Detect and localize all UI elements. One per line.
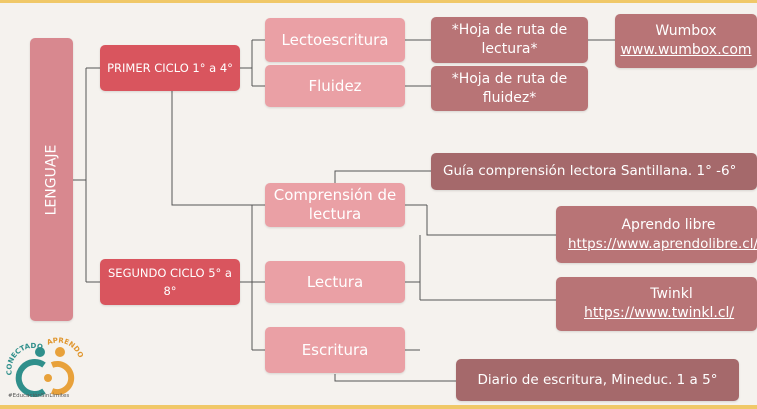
link-twinkl[interactable]: https://www.twinkl.cl/ (584, 305, 735, 321)
logo-arc-right-text: APRENDO (46, 336, 85, 359)
root-node-lenguaje[interactable]: LENGUAJE (30, 38, 73, 321)
resource-node-hoja-fluidez[interactable]: *Hoja de ruta de fluidez* (431, 66, 588, 111)
resource-label-wumbox: Wumbox (655, 23, 717, 39)
svg-text:APRENDO: APRENDO (46, 336, 85, 359)
logo-arc-top-text: CONECTADO (6, 342, 44, 376)
logo-hashtag: #EducaciónSinLímites (8, 393, 70, 399)
topic-label-lectoescritura: Lectoescritura (281, 30, 389, 49)
resource-node-diario[interactable]: Diario de escritura, Mineduc. 1 a 5° (456, 359, 739, 401)
resource-node-santillana[interactable]: Guía comprensión lectora Santillana. 1° … (431, 153, 757, 190)
cycle-node-segundo[interactable]: SEGUNDO CICLO 5° a 8° (100, 259, 240, 305)
resource-label-diario: Diario de escritura, Mineduc. 1 a 5° (477, 371, 718, 388)
resource-label-aprendo-libre: Aprendo libre (621, 216, 716, 233)
cycle-label-segundo: SEGUNDO CICLO 5° a 8° (108, 266, 232, 298)
topic-node-lectura[interactable]: Lectura (265, 261, 405, 303)
bottom-accent-band (0, 405, 757, 409)
resource-label-santillana: Guía comprensión lectora Santillana. 1° … (443, 163, 737, 179)
cycle-node-primer[interactable]: PRIMER CICLO 1° a 4° (100, 45, 240, 91)
resource-label-hoja-fluidez: *Hoja de ruta de fluidez* (451, 70, 568, 106)
resource-label-twinkl: Twinkl (650, 286, 693, 302)
topic-label-lectura: Lectura (306, 272, 364, 291)
cycle-label-primer: PRIMER CICLO 1° a 4° (107, 61, 233, 75)
topic-label-fluidez: Fluidez (308, 76, 362, 95)
root-label: LENGUAJE (43, 144, 60, 215)
svg-text:CONECTADO: CONECTADO (6, 342, 44, 376)
topic-label-escritura: Escritura (301, 340, 369, 359)
topic-node-lectoescritura[interactable]: Lectoescritura (265, 18, 405, 62)
link-aprendo-libre[interactable]: https://www.aprendolibre.cl/ (568, 235, 757, 252)
link-wumbox[interactable]: www.wumbox.com (620, 42, 752, 58)
topic-node-comprension[interactable]: Comprensión de lectura (265, 183, 405, 227)
resource-node-twinkl[interactable]: Twinkl https://www.twinkl.cl/ (556, 277, 757, 331)
resource-node-hoja-lectura[interactable]: *Hoja de ruta de lectura* (431, 17, 588, 63)
conectado-aprendo-logo: CONECTADO APRENDO (6, 336, 85, 397)
resource-node-wumbox[interactable]: Wumbox www.wumbox.com (615, 14, 757, 68)
top-accent-band (0, 0, 757, 3)
topic-node-fluidez[interactable]: Fluidez (265, 65, 405, 107)
resource-node-aprendo-libre[interactable]: Aprendo libre https://www.aprendolibre.c… (556, 206, 757, 263)
topic-label-comprension: Comprensión de lectura (273, 186, 397, 223)
resource-label-hoja-lectura: *Hoja de ruta de lectura* (451, 22, 568, 57)
topic-node-escritura[interactable]: Escritura (265, 327, 405, 373)
